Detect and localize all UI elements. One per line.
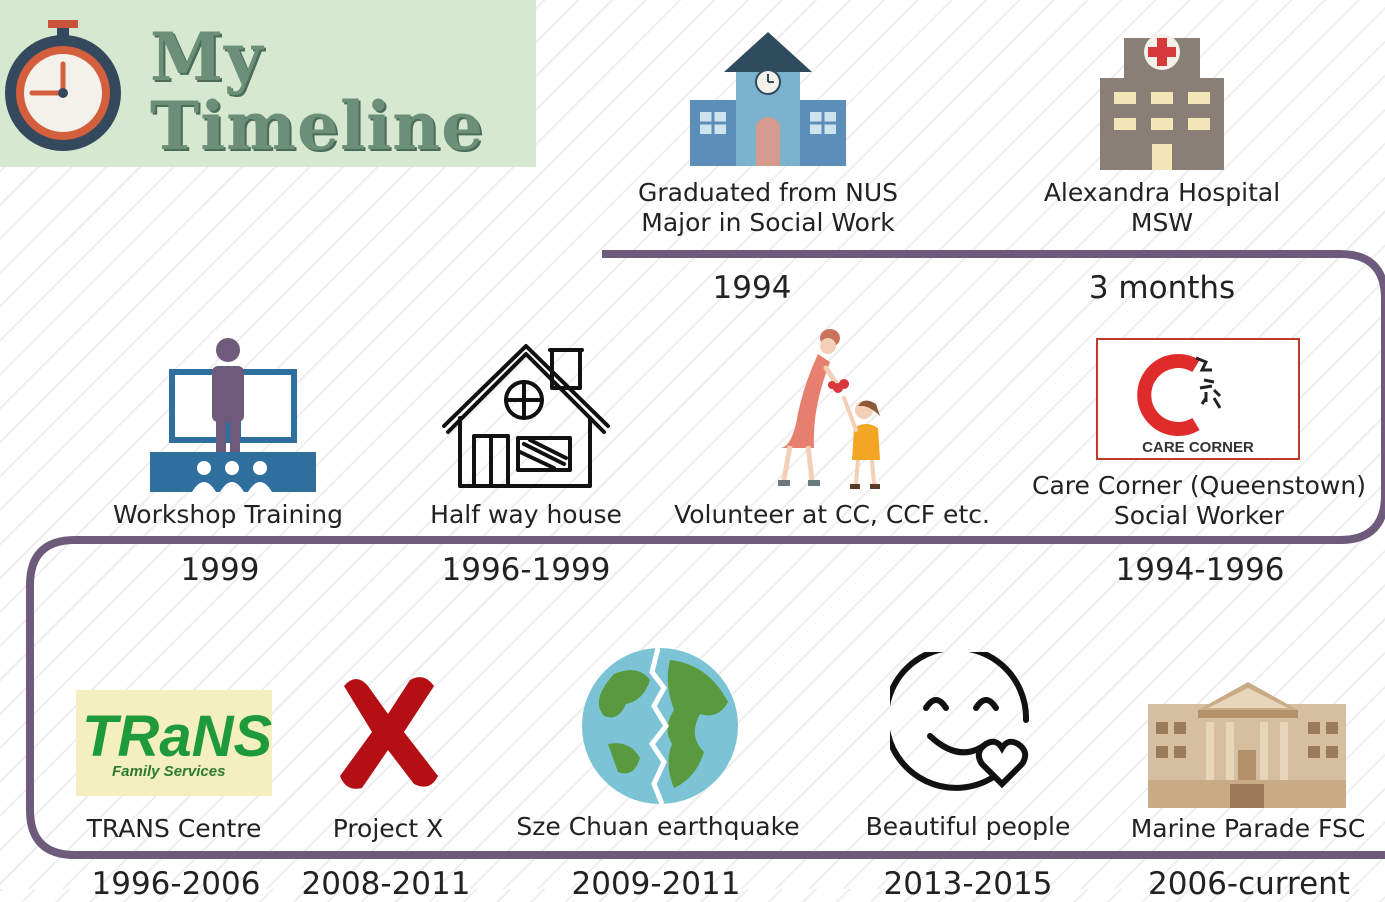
event-label-line: MSW [1130,208,1194,237]
event-label-line: Workshop Training [113,500,343,529]
event-period: 3 months [1088,270,1236,306]
event-label: Sze Chuan earthquake [498,812,818,842]
timeline-path-line [26,250,1385,859]
event-label: Marine Parade FSC [1108,814,1385,844]
school-building-icon [690,32,846,166]
event-label: TRANS Centre [64,814,284,844]
event-label-line: Volunteer at CC, CCF etc. [674,500,990,529]
event-period: 2008-2011 [301,866,471,902]
event-label-line: Social Worker [1113,501,1285,530]
title-line-2: Timeline [150,87,485,165]
care-corner-logo: CARE CORNER [1096,338,1300,460]
hospital-icon [1100,34,1224,170]
volunteer-mother-child-icon [778,329,880,489]
event-label-line: Marine Parade FSC [1130,814,1366,843]
event-label: Care Corner (Queenstown) Social Worker [1024,471,1374,531]
event-label: Graduated from NUS Major in Social Work [618,178,918,238]
event-label: Workshop Training [98,500,358,530]
event-label: Project X [308,814,468,844]
event-period: 2013-2015 [883,866,1053,902]
event-label-line: Project X [332,814,444,843]
event-label-line: Graduated from NUS [638,178,898,207]
event-label-line: Care Corner (Queenstown) [1032,471,1366,500]
title-line-1: My [150,18,264,96]
workshop-presenter-icon [150,338,316,492]
event-label-line: Beautiful people [865,812,1071,841]
red-x-icon [340,677,438,789]
event-label: Volunteer at CC, CCF etc. [662,500,1002,530]
cracked-earth-icon [582,647,738,805]
care-corner-logo-text: CARE CORNER [1142,439,1254,456]
trans-logo-text: TRaNS [82,704,272,769]
event-period: 1996-1999 [441,552,611,588]
event-period: 2006-current [1148,866,1350,902]
event-label-line: Major in Social Work [641,208,895,237]
event-label-line: TRANS Centre [86,814,262,843]
trans-logo: TRaNS Family Services [76,690,272,796]
event-label-line: Sze Chuan earthquake [516,812,800,841]
smiley-heart-icon [890,652,1030,791]
event-period: 2009-2011 [571,866,741,902]
event-label: Beautiful people [846,812,1090,842]
event-label-line: Half way house [430,500,622,529]
event-period: 1999 [180,552,260,588]
event-label: Alexandra Hospital MSW [1012,178,1312,238]
event-period: 1994-1996 [1115,552,1285,588]
event-period: 1996-2006 [91,866,261,902]
house-sketch-icon [442,344,610,488]
event-period: 1994 [712,270,792,306]
event-label: Half way house [406,500,646,530]
trans-logo-subtext: Family Services [112,763,225,780]
stopwatch-icon [5,20,121,151]
event-label-line: Alexandra Hospital [1043,178,1281,207]
government-building-icon [1148,682,1346,808]
title-banner: My Timeline [0,0,536,167]
